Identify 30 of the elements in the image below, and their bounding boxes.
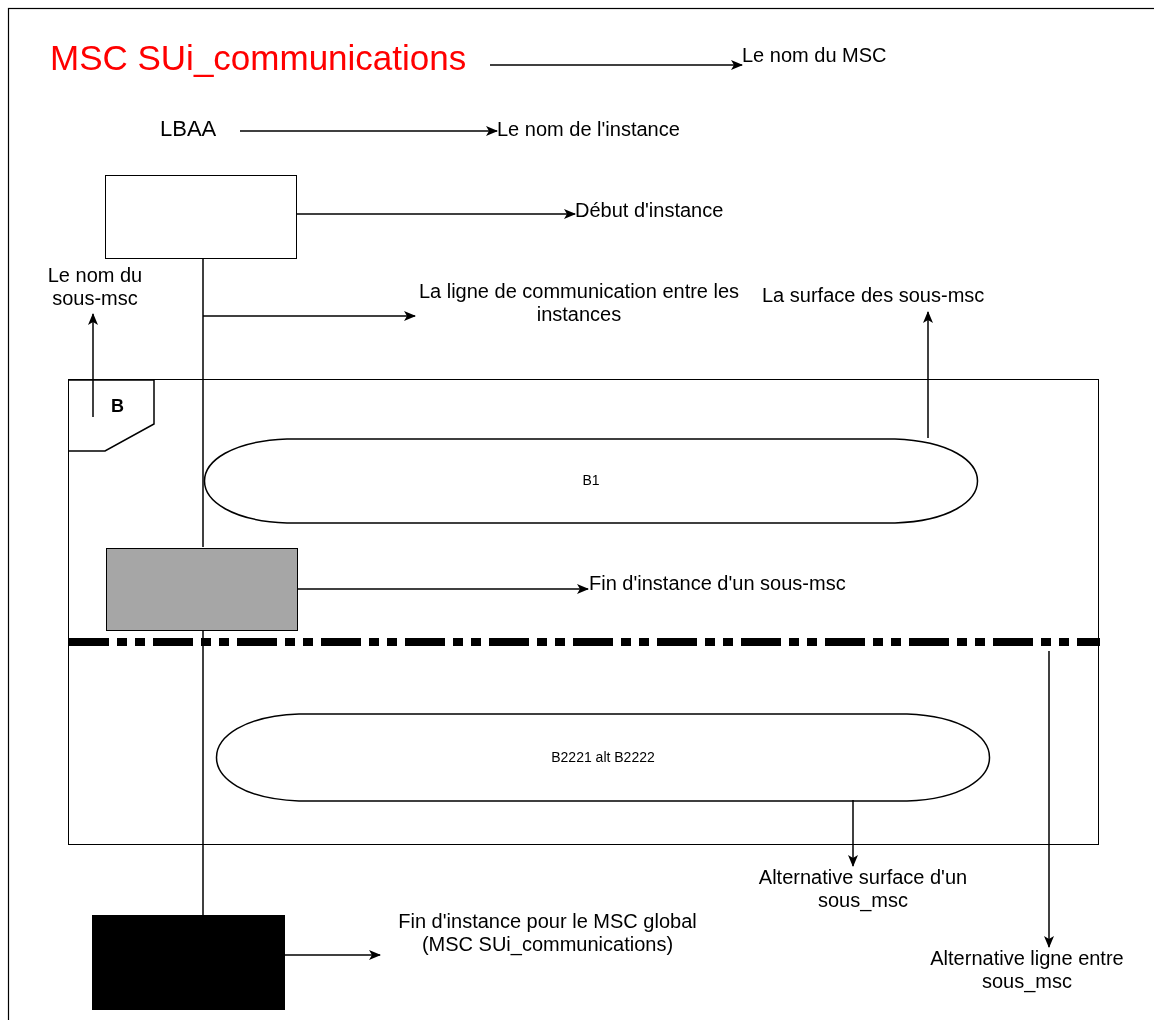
arrow bbox=[284, 950, 381, 960]
surface-label: B1 bbox=[581, 472, 601, 488]
annotation-text: Le nom du MSC bbox=[742, 44, 952, 72]
annotation-text: La surface des sous-msc bbox=[762, 284, 1067, 312]
annotation-text: Début d'instance bbox=[575, 199, 785, 227]
instance-head-box bbox=[105, 175, 297, 259]
annotation-text: Alternative ligne entre sous_msc bbox=[900, 947, 1154, 997]
sub-msc-instance-end-box bbox=[106, 548, 298, 631]
annotation-text: Alternative surface d'un sous_msc bbox=[722, 866, 1004, 916]
arrow bbox=[88, 313, 98, 418]
annotation-text: Fin d'instance pour le MSC global (MSC SUi_communications) bbox=[380, 910, 715, 985]
arrow bbox=[296, 584, 589, 594]
global-instance-end-box bbox=[92, 915, 285, 1010]
annotation-text: Le nom du sous-msc bbox=[22, 264, 168, 314]
annotation-text: Le nom de l'instance bbox=[497, 118, 747, 146]
arrow bbox=[489, 60, 743, 70]
arrow bbox=[239, 126, 498, 136]
arrow bbox=[848, 799, 858, 867]
arrow bbox=[202, 311, 416, 321]
msc-title: MSC SUi_communications bbox=[50, 38, 490, 80]
annotation-text: Fin d'instance d'un sous-msc bbox=[589, 572, 949, 600]
lifeline bbox=[202, 629, 204, 916]
sub-msc-name: B bbox=[111, 396, 124, 417]
instance-name: LBAA bbox=[160, 116, 240, 144]
annotation-text: La ligne de communication entre les instances bbox=[415, 280, 743, 330]
surface-label: B2221 alt B2222 bbox=[550, 748, 656, 765]
lifeline bbox=[202, 258, 204, 548]
arrow bbox=[1044, 650, 1054, 948]
arrow bbox=[296, 209, 576, 219]
arrow bbox=[923, 311, 933, 439]
